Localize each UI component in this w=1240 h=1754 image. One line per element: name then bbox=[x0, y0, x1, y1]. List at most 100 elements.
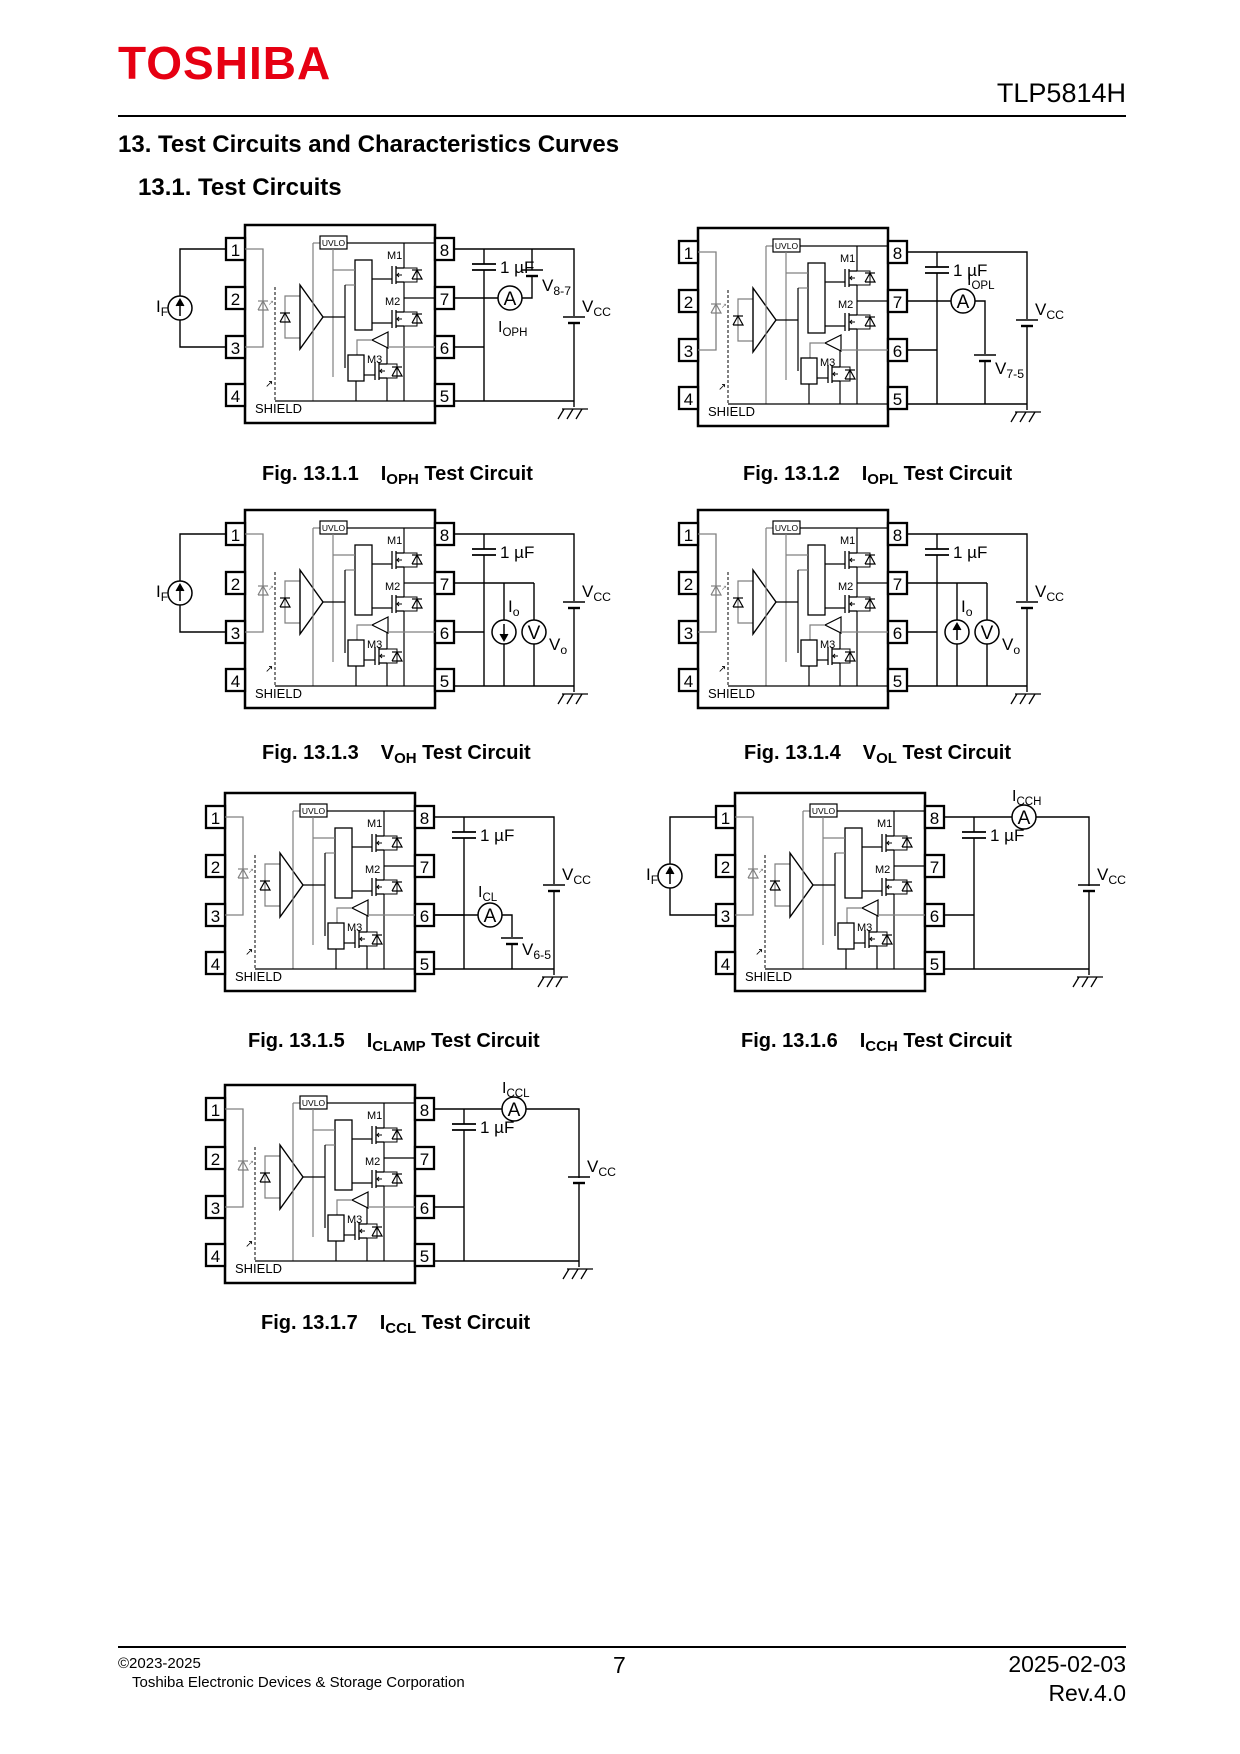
figure-quantity: I bbox=[366, 1030, 373, 1052]
wire bbox=[356, 624, 372, 645]
diode-icon bbox=[710, 584, 723, 596]
subsection-title: 13.1. Test Circuits bbox=[138, 174, 342, 201]
driver-block bbox=[800, 357, 818, 385]
meter-label: ICCL bbox=[502, 1080, 530, 1100]
pin-number: 4 bbox=[211, 955, 220, 974]
pin-number: 4 bbox=[231, 387, 240, 406]
led-rays-icon: ↗ bbox=[248, 1160, 254, 1167]
pin-box bbox=[413, 1242, 436, 1268]
vcc-label: VCC bbox=[582, 582, 611, 604]
if-current-source-icon bbox=[167, 295, 193, 321]
arrow bbox=[886, 884, 890, 890]
pin-box bbox=[224, 570, 247, 596]
pin-number: 4 bbox=[231, 672, 240, 691]
ammeter-icon: A bbox=[950, 288, 976, 314]
company-name: Toshiba Electronic Devices & Storage Cor… bbox=[132, 1674, 465, 1691]
comparator-icon bbox=[370, 331, 389, 349]
pin-6: 6 bbox=[413, 1194, 436, 1220]
diode-body bbox=[732, 314, 745, 326]
meter-letter: A bbox=[1018, 808, 1031, 829]
pin-5: 5 bbox=[923, 950, 946, 976]
ground-hatch bbox=[1019, 693, 1027, 705]
io-current-source-icon bbox=[944, 619, 970, 645]
uvlo-label: UVLO bbox=[322, 238, 346, 248]
pin-number: 3 bbox=[684, 342, 693, 361]
pin-6: 6 bbox=[413, 902, 436, 928]
vsrc-label: V6-5 bbox=[522, 940, 551, 962]
shield-label: SHIELD bbox=[708, 686, 755, 701]
pin-number: 6 bbox=[440, 624, 449, 643]
figure-quantity-subscript: CLAMP bbox=[372, 1038, 426, 1055]
pin-number: 1 bbox=[721, 809, 730, 828]
pin-8: 8 bbox=[433, 521, 456, 547]
m1-transistor bbox=[391, 266, 404, 284]
pin-number: 5 bbox=[893, 390, 902, 409]
pin-number: 6 bbox=[893, 624, 902, 643]
shield-arrow-icon: ↗ bbox=[718, 664, 726, 675]
source-arrow-head bbox=[175, 582, 185, 592]
m2-label: M2 bbox=[838, 299, 853, 311]
arrow bbox=[886, 840, 890, 846]
figure-title-suffix: Test Circuit bbox=[896, 742, 1011, 764]
ground-hatch bbox=[1072, 976, 1080, 988]
pin-4: 4 bbox=[677, 385, 700, 411]
capacitor-label: 1 µF bbox=[480, 1118, 514, 1137]
pin-3: 3 bbox=[677, 337, 700, 363]
m1-label: M1 bbox=[877, 818, 892, 830]
pin-6: 6 bbox=[886, 337, 909, 363]
figure-number: Fig. 13.1.6 bbox=[741, 1030, 838, 1052]
source-arrow-head bbox=[499, 633, 509, 643]
figure-number: Fig. 13.1.7 bbox=[261, 1312, 358, 1334]
pin-box bbox=[677, 667, 700, 693]
uvlo-block: UVLO bbox=[809, 803, 838, 818]
logic-block bbox=[807, 544, 826, 616]
pin-3: 3 bbox=[224, 619, 247, 645]
figure-title-suffix: Test Circuit bbox=[897, 1030, 1012, 1052]
m2-transistor bbox=[371, 1170, 384, 1188]
vcc-battery-icon bbox=[1016, 601, 1038, 610]
wire bbox=[404, 596, 418, 612]
diode-body bbox=[710, 302, 723, 314]
diode-body bbox=[279, 311, 292, 323]
uvlo-block: UVLO bbox=[772, 520, 801, 535]
shield-arrow-icon: ↗ bbox=[718, 382, 726, 393]
source-arrow-head bbox=[665, 865, 675, 875]
arrow bbox=[849, 319, 853, 325]
decoupling-capacitor-icon bbox=[962, 831, 986, 839]
if-label: IF bbox=[646, 865, 658, 887]
toshiba-logo: TOSHIBA bbox=[118, 37, 332, 89]
meter-letter: A bbox=[484, 906, 497, 927]
diode-body bbox=[747, 867, 760, 879]
pin-number: 6 bbox=[420, 907, 429, 926]
pin-1: 1 bbox=[224, 521, 247, 547]
capacitor-label: 1 µF bbox=[500, 258, 534, 277]
photodiode-wire bbox=[264, 1155, 280, 1199]
diode-icon bbox=[259, 879, 272, 891]
shield-label: SHIELD bbox=[235, 969, 282, 984]
pin-number: 8 bbox=[893, 244, 902, 263]
ammeter-icon: A bbox=[477, 902, 503, 928]
m2-transistor bbox=[844, 595, 857, 613]
uvlo-block: UVLO bbox=[772, 238, 801, 253]
ground-icon bbox=[1010, 411, 1041, 423]
arrow bbox=[376, 884, 380, 890]
ground-hatch bbox=[580, 1268, 588, 1280]
pin-number: 4 bbox=[684, 672, 693, 691]
uvlo-block: UVLO bbox=[319, 235, 348, 250]
m2-label: M2 bbox=[385, 581, 400, 593]
arrow bbox=[849, 557, 853, 563]
pin-number: 1 bbox=[231, 526, 240, 545]
ammeter-icon: A bbox=[501, 1096, 527, 1122]
shield-label: SHIELD bbox=[255, 401, 302, 416]
pin-number: 7 bbox=[420, 858, 429, 877]
pin-2: 2 bbox=[204, 1145, 227, 1171]
pin-7: 7 bbox=[886, 570, 909, 596]
pin-box bbox=[413, 950, 436, 976]
capacitor-label: 1 µF bbox=[953, 543, 987, 562]
wire bbox=[384, 835, 398, 851]
pin-box bbox=[714, 950, 737, 976]
pin-number: 7 bbox=[930, 858, 939, 877]
